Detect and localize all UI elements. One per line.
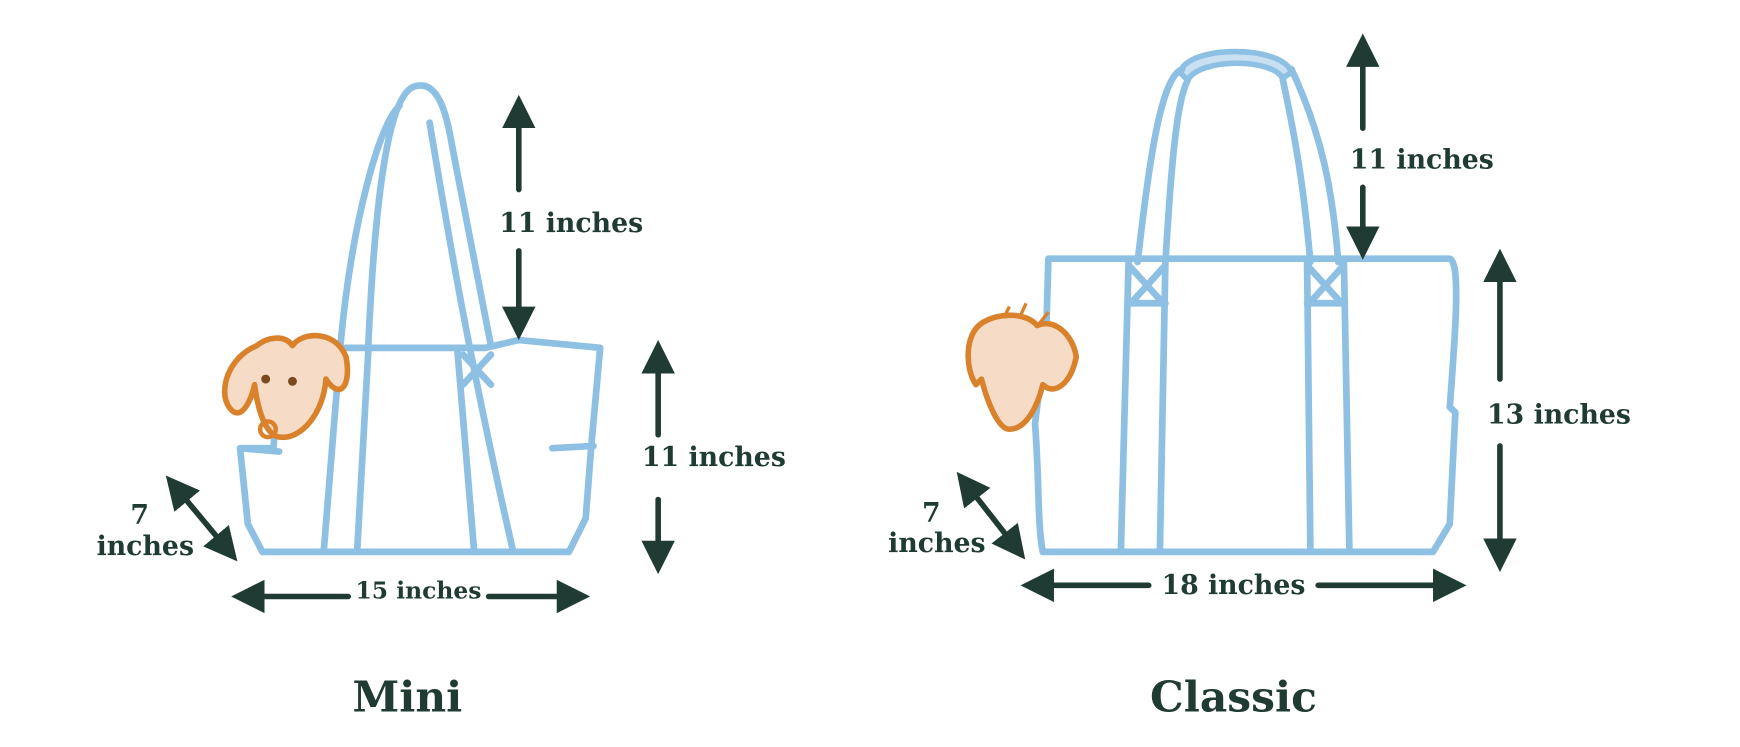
classic-depth-arrow — [956, 471, 1026, 560]
dog-head-icon — [221, 332, 351, 440]
classic-height-label: 13 inches — [1487, 400, 1631, 431]
classic-bag-body — [1031, 255, 1460, 556]
classic-depth-number: 7 — [922, 498, 941, 529]
mini-handle-drop-label: 11 inches — [499, 208, 643, 239]
classic-bag-illustration — [1031, 48, 1460, 556]
classic-title: Classic — [1150, 671, 1317, 721]
classic-depth-unit: inches — [888, 528, 985, 559]
dog-head-icon — [965, 302, 1080, 433]
classic-handle-drop-label: 11 inches — [1350, 144, 1494, 175]
mini-handle-back — [364, 82, 495, 349]
mini-depth-unit: inches — [97, 531, 194, 562]
mini-depth-number: 7 — [130, 500, 149, 531]
mini-width-label: 15 inches — [355, 577, 481, 605]
mini-bag-illustration — [236, 82, 604, 556]
mini-depth-arrow — [165, 475, 238, 562]
classic-width-label: 18 inches — [1161, 570, 1305, 601]
classic-dimensions: 11 inches 13 inches 7 inches 18 inches C… — [888, 33, 1631, 721]
mini-title: Mini — [352, 671, 462, 721]
mini-height-label: 11 inches — [642, 442, 786, 473]
mini-dimensions: 11 inches 11 inches 7 inches 15 inches M… — [97, 94, 786, 721]
mini-handle-front — [320, 102, 517, 556]
